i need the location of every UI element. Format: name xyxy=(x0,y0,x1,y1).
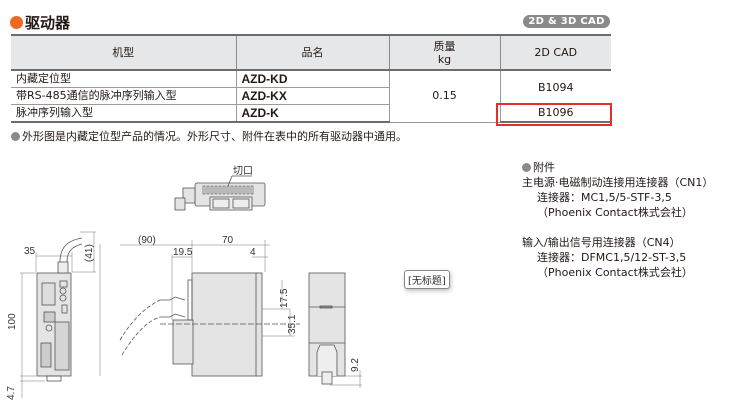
cn4-title: 输入/输出信号用连接器（CN4） xyxy=(522,236,681,249)
dim-100: 100 xyxy=(7,313,18,330)
dimension-drawing: 切口 35 100 4.7 (41) xyxy=(6,165,362,400)
header-mass-label: 质量 xyxy=(433,39,456,53)
driver-spec-table: 机型 品名 质量 kg 2D CAD 内藏定位型 AZD-KD 0.15 B10… xyxy=(11,34,611,123)
dim-35: 35 xyxy=(24,246,36,257)
table-header-row: 机型 品名 质量 kg 2D CAD xyxy=(11,34,611,71)
dim-41: (41) xyxy=(84,244,95,262)
cn1-connector: 连接器：MC1,5/5-STF-3,5 xyxy=(537,191,672,204)
untitled-tooltip: [无标题] xyxy=(404,270,450,289)
row-product-name: AZD-KX xyxy=(235,87,389,105)
header-mass: 质量 kg xyxy=(388,34,500,71)
mass-value: 0.15 xyxy=(388,70,500,123)
row-product-name: AZD-KD xyxy=(235,70,389,88)
section-title: 驱动器 xyxy=(10,12,70,32)
accessories-title-text: 附件 xyxy=(533,161,555,174)
bullet-icon xyxy=(522,163,531,172)
cad-badge[interactable]: 2D & 3D CAD xyxy=(523,15,610,28)
row-type: 内藏定位型 xyxy=(11,70,236,88)
cn4-maker: （Phoenix Contact株式会社） xyxy=(537,266,693,279)
dim-4: 4 xyxy=(250,247,256,258)
accessories-panel: 附件 主电源·电磁制动连接用连接器（CN1） 连接器：MC1,5/5-STF-3… xyxy=(522,160,713,280)
dim-9-2: 9.2 xyxy=(350,358,361,372)
row-type: 带RS-485通信的脉冲序列输入型 xyxy=(11,87,236,105)
header-2d-cad: 2D CAD xyxy=(499,34,611,71)
top-view xyxy=(174,175,266,211)
front-view xyxy=(36,237,83,382)
cn4-connector: 连接器：DFMC1,5/12-ST-3,5 xyxy=(537,251,687,264)
dim-19-5: 19.5 xyxy=(173,247,193,258)
dim-90: (90) xyxy=(138,235,156,246)
table-row: 带RS-485通信的脉冲序列输入型 AZD-KX xyxy=(11,87,611,105)
cad-link-b1094[interactable]: B1094 xyxy=(499,70,611,105)
dim-70: 70 xyxy=(222,235,234,246)
dim-35-1: 35.1 xyxy=(287,314,298,334)
accessories-title: 附件 xyxy=(522,160,713,175)
cn1-title: 主电源·电磁制动连接用连接器（CN1） xyxy=(522,176,714,189)
cutout-label: 切口 xyxy=(233,165,253,177)
row-type: 脉冲序列输入型 xyxy=(11,104,236,123)
cad-link-b1096[interactable]: B1096 xyxy=(499,104,611,123)
note-text: 外形图是内藏定位型产品的情况。外形尺寸、附件在表中的所有驱动器中通用。 xyxy=(22,130,407,143)
section-title-text: 驱动器 xyxy=(25,13,71,32)
orange-dot-icon xyxy=(10,15,23,29)
table-row: 内藏定位型 AZD-KD 0.15 B1094 xyxy=(11,70,611,123)
header-product-name: 品名 xyxy=(235,34,389,71)
header-model-type: 机型 xyxy=(11,34,236,71)
dim-4-7: 4.7 xyxy=(6,386,17,400)
row-product-name: AZD-K xyxy=(235,104,389,123)
cn1-maker: （Phoenix Contact株式会社） xyxy=(537,206,693,219)
header-mass-unit: kg xyxy=(437,52,452,66)
bullet-icon xyxy=(11,131,20,141)
side-view xyxy=(119,272,300,377)
dim-17-5: 17.5 xyxy=(279,288,290,308)
table-row: 脉冲序列输入型 AZD-K B1096 xyxy=(11,104,611,123)
note: 外形图是内藏定位型产品的情况。外形尺寸、附件在表中的所有驱动器中通用。 xyxy=(11,128,407,144)
rear-view xyxy=(308,272,346,385)
